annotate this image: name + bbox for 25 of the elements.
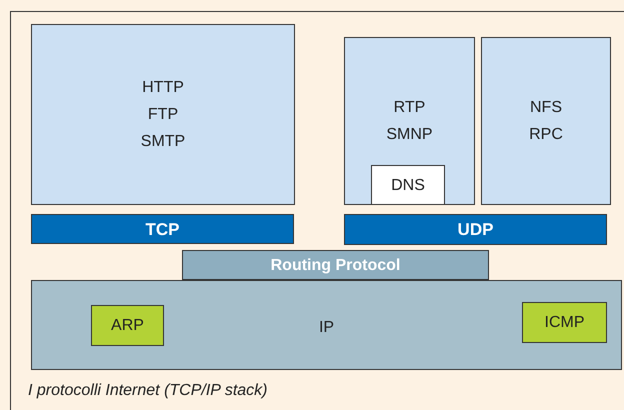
protocol-name: RPC [529,125,563,145]
protocol-name: ICMP [544,313,584,333]
protocol-box [371,165,445,205]
protocol-name: IP [318,318,334,338]
protocol-name: SMNP [386,125,433,145]
protocol-name: SMTP [140,132,186,152]
protocol-name: FTP [148,105,178,125]
protocol-box [481,37,611,205]
protocol-name: TCP [146,218,180,240]
layer-box [31,280,622,370]
caption: I protocolli Internet (TCP/IP stack) [28,382,268,400]
transport-bar [31,214,294,244]
protocol-name: UDP [458,219,494,241]
protocol-name: Routing Protocol [270,256,400,276]
protocol-box [31,24,295,205]
protocol-name: ARP [111,316,144,336]
protocol-name: DNS [391,176,425,196]
routing-band [182,250,489,280]
protocol-name: RTP [394,98,426,118]
protocol-box [91,305,164,346]
protocol-box [344,37,475,205]
protocol-name: NFS [530,98,562,118]
protocol-box [522,302,607,343]
transport-bar [344,214,607,245]
protocol-name: HTTP [142,78,184,98]
